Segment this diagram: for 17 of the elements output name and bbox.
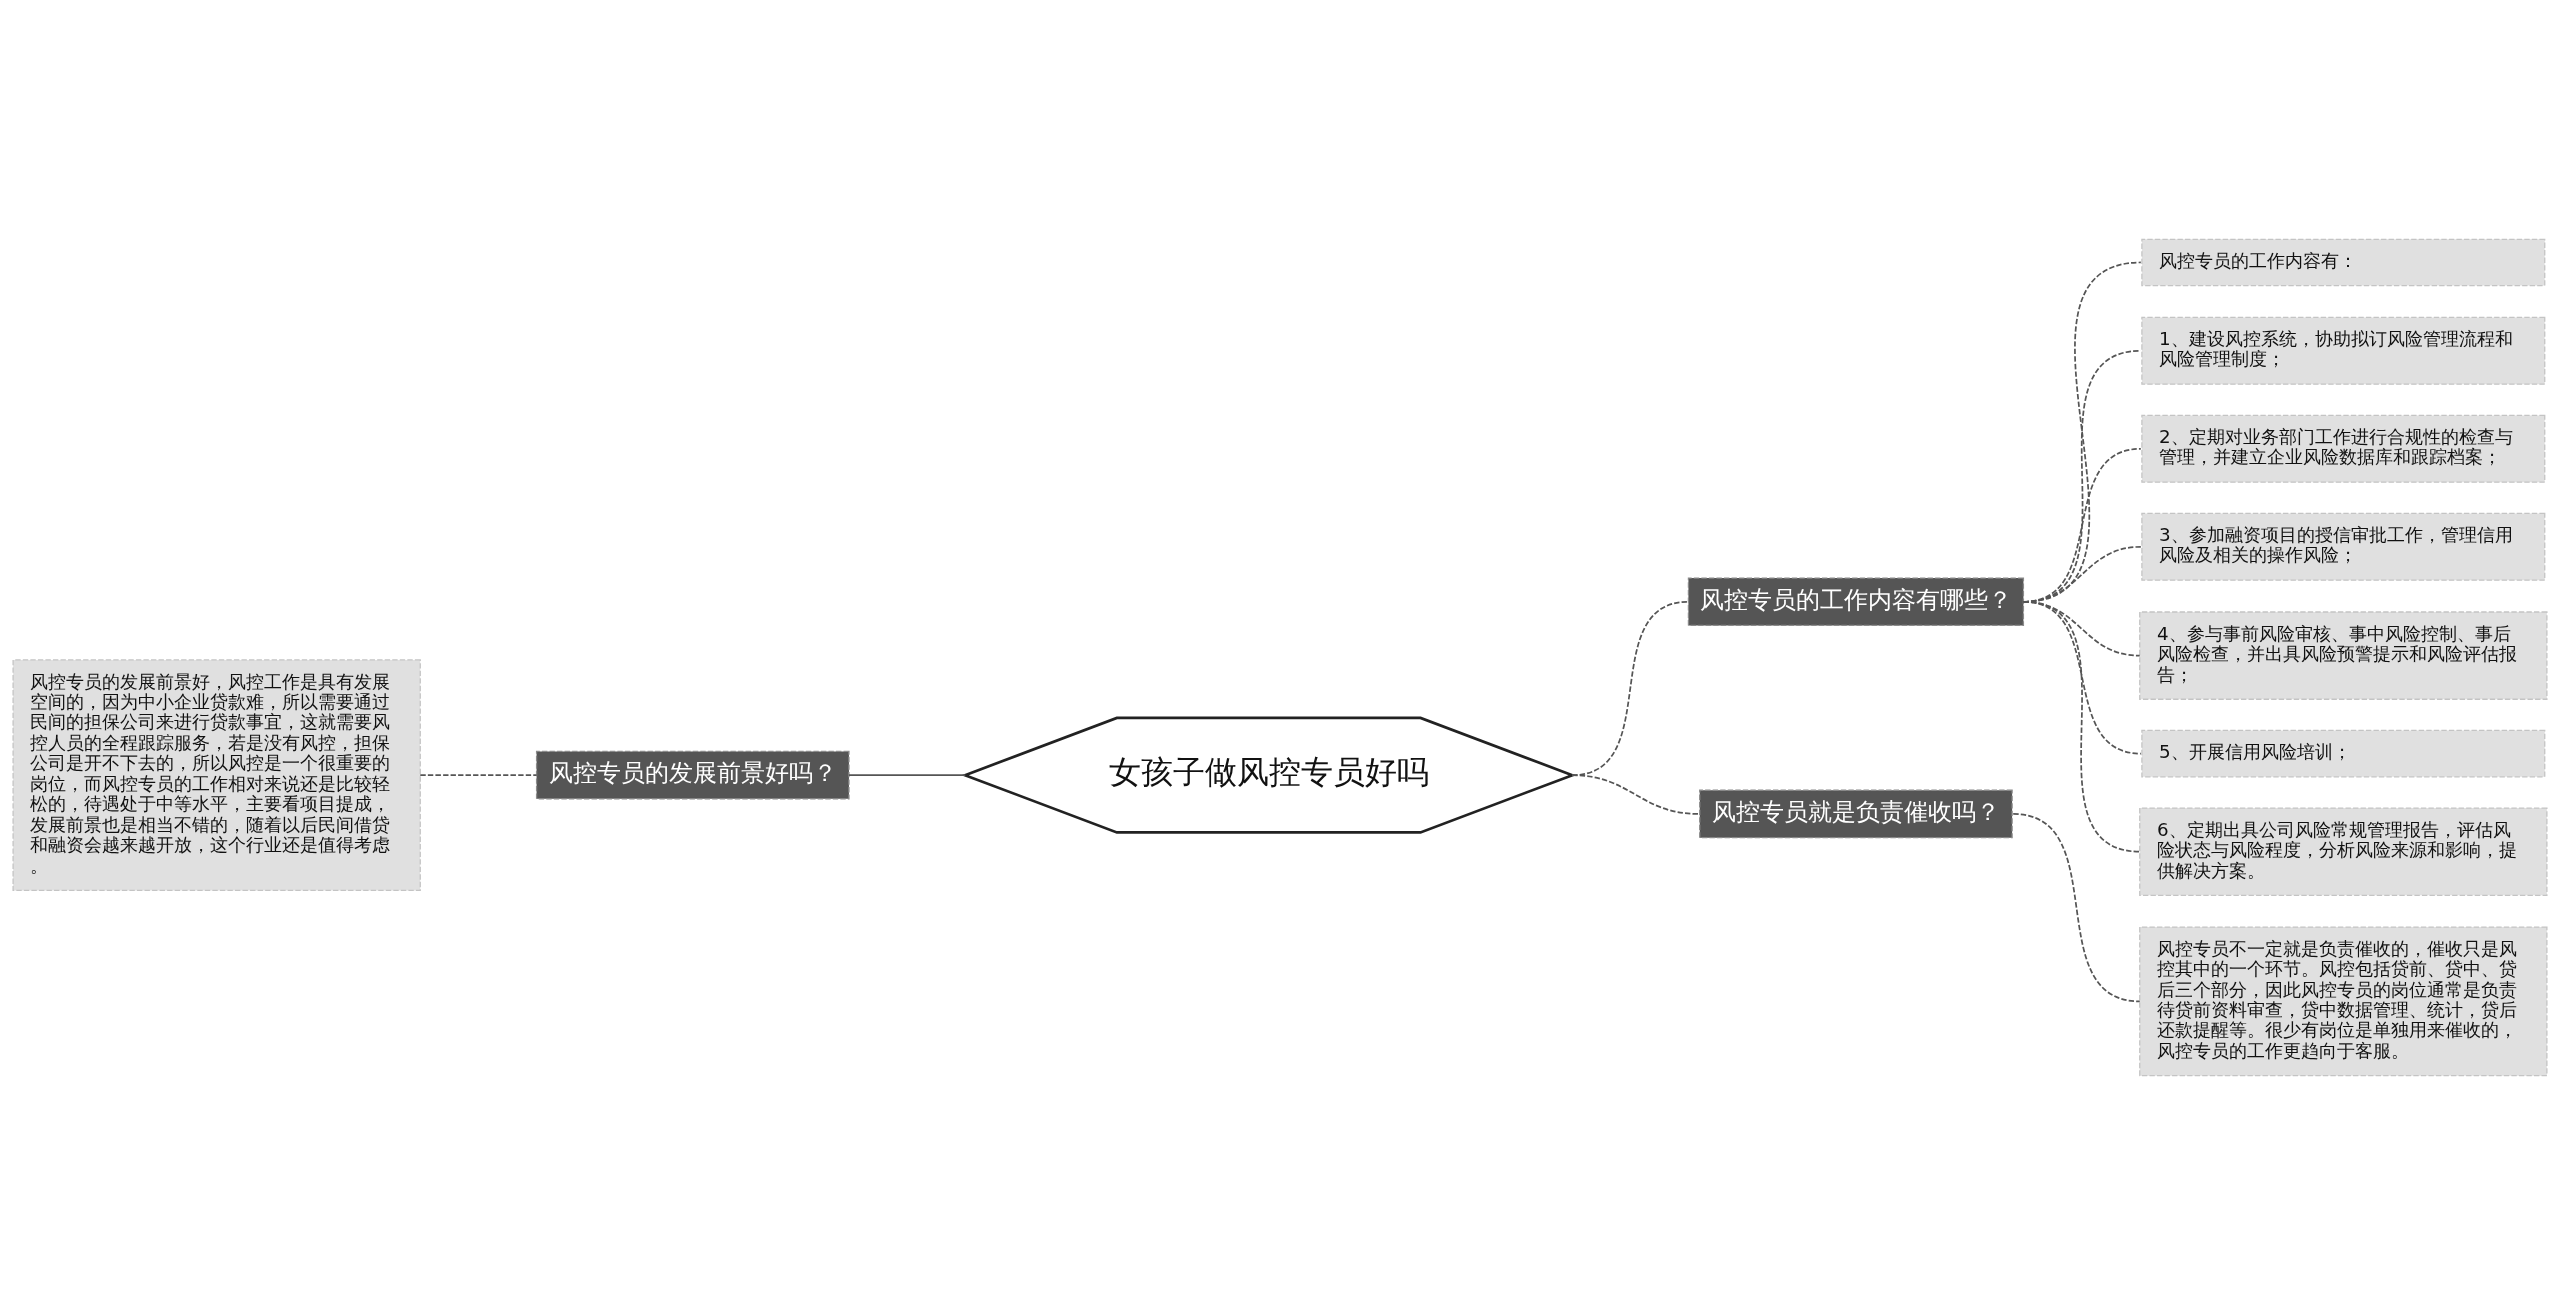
node-box: 5、开展信用风险培训；: [2141, 729, 2546, 778]
node-box: 风控专员的工作内容有哪些？: [1687, 577, 2025, 627]
node-box: 6、定期出具公司风险常规管理报告，评估风险状态与风险程度，分析风险来源和影响，提供解决方案。: [2139, 807, 2548, 896]
node-box: 3、参加融资项目的授信审批工作，管理信用风险及相关的操作风险；: [2141, 512, 2546, 581]
node-box: 风控专员的工作内容有：: [2141, 238, 2546, 287]
connector: [2012, 813, 2141, 1003]
connector: [848, 774, 967, 777]
node-box: 风控专员就是负责催收吗？: [1699, 789, 2013, 839]
node-box: 1、建设风控系统，协助拟订风险管理流程和风险管理制度；: [2141, 316, 2546, 385]
node-box: 风控专员的发展前景好吗？: [535, 750, 850, 800]
connector: [419, 774, 538, 777]
connector: [2022, 600, 2141, 853]
node-box: 4、参与事前风险审核、事中风险控制、事后风险检查，并出具风险预警提示和风险评估报告；: [2139, 611, 2548, 700]
node-box: 2、定期对业务部门工作进行合规性的检查与管理，并建立企业风险数据库和跟踪档案；: [2141, 414, 2546, 483]
node-box: 风控专员的发展前景好，风控工作是具有发展空间的，因为中小企业贷款难，所以需要通过民间的担保公司来进行贷款事宜，这就需要风控人员的全程跟踪服务，若是没有风控，担保公司是开不下去的，所以风控是一个很重要的岗位，而风控专员的工作相对来说还是比较轻松的，待遇处于中等水平，主要看项目提成，发展前景也是相当不错的，随着以后民间借贷和融资会越来越开放，这个行业还是值得考虑。: [12, 659, 421, 892]
connector: [1571, 774, 1700, 815]
node-box: 风控专员不一定就是负责催收的，催收只是风控其中的一个环节。风控包括贷前、贷中、贷后三个部分，因此风控专员的岗位通常是负责待贷前资料审查，贷中数据管理、统计，贷后还款提醒等。很少有岗位是单独用来催收的，风控专员的工作更趋向于客服。: [2139, 926, 2548, 1077]
